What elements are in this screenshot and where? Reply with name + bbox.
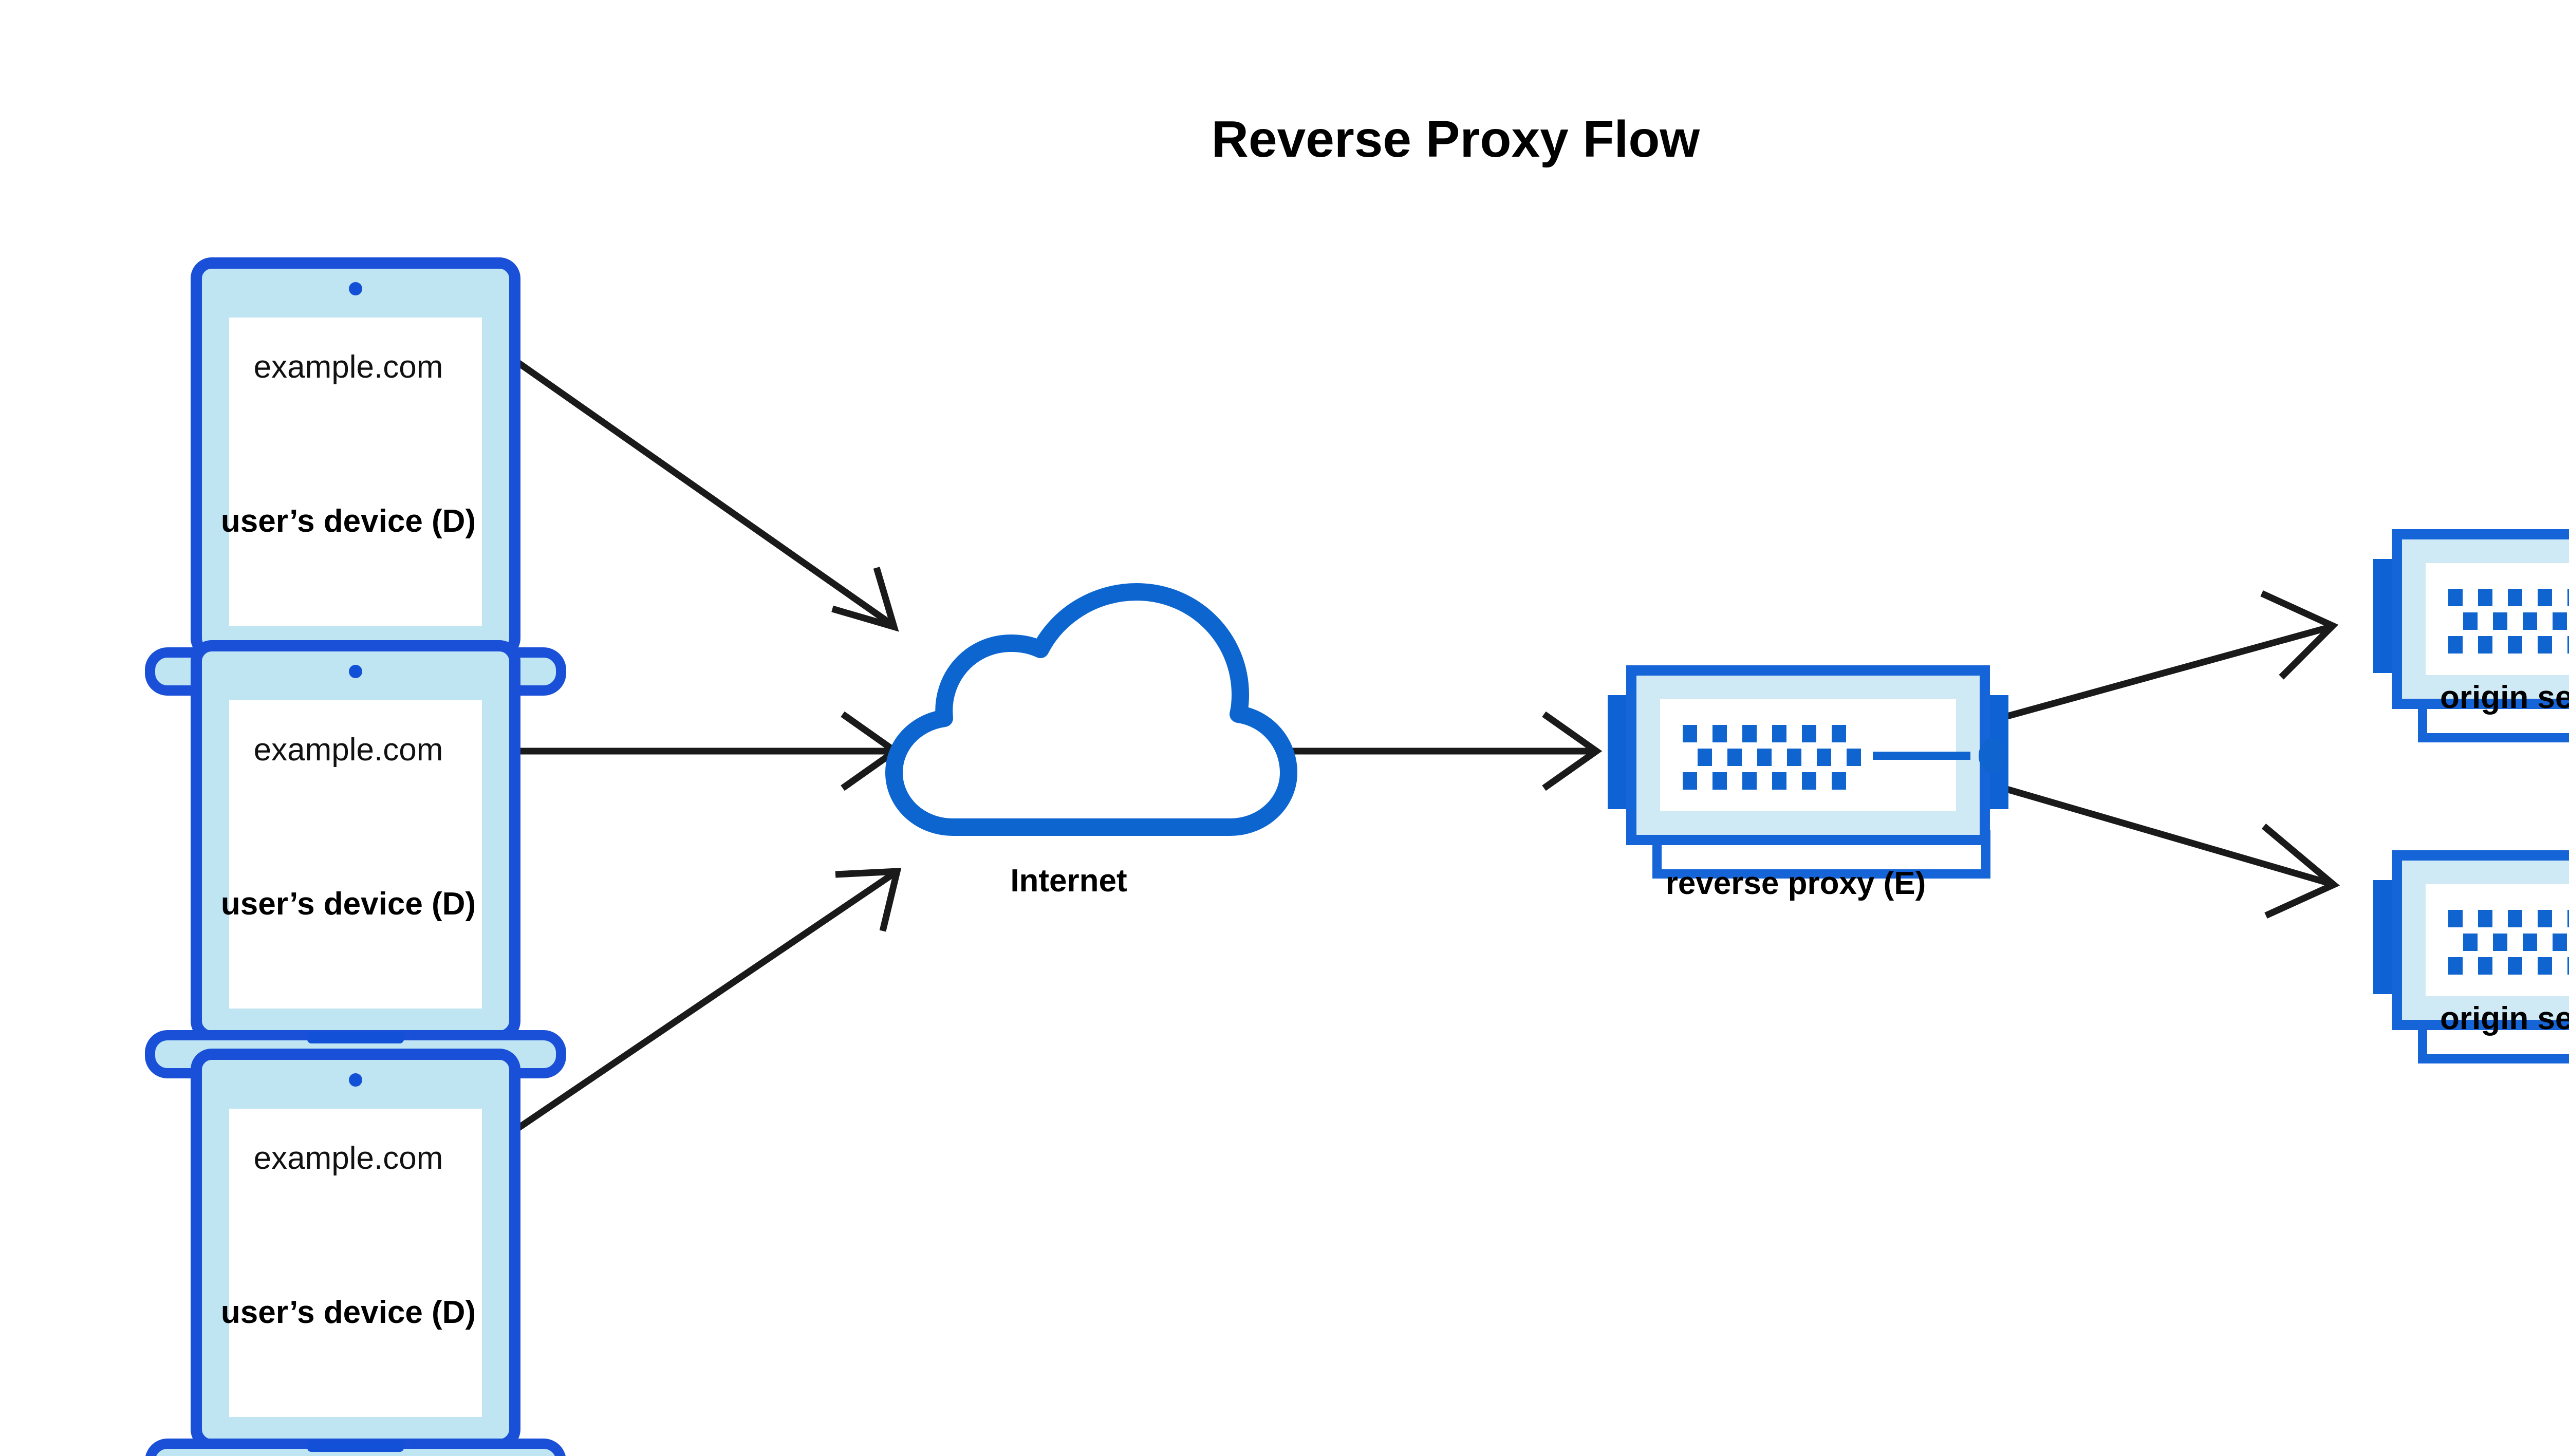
node-user-device-middle[interactable]: example.com user’s device (D) (150, 646, 561, 1073)
node-label-user-device-top: user’s device (D) (221, 503, 476, 539)
node-label-origin-server-top: origin server (F) (2440, 680, 2569, 715)
node-internet[interactable]: Internet (885, 583, 1297, 899)
edge-proxy-to-origin-top (1995, 590, 2339, 723)
server-icon (1608, 670, 2008, 874)
edge-device-bottom-to-internet (501, 868, 902, 1141)
edges-layer (501, 357, 2340, 1141)
edge-internet-to-proxy (1249, 711, 1603, 791)
edge-device-middle-to-internet (511, 711, 901, 791)
page-title: Reverse Proxy Flow (1212, 110, 1700, 168)
laptop-icon (150, 646, 561, 1073)
edge-device-top-to-internet (512, 357, 899, 632)
laptop-icon (150, 263, 561, 690)
node-user-device-top[interactable]: example.com user’s device (D) (150, 263, 561, 690)
node-origin-server-top[interactable]: origin server (F) (2373, 534, 2569, 738)
browser-url-text-middle: example.com (254, 732, 443, 768)
edge-proxy-to-origin-bottom (1995, 782, 2340, 919)
cloud-icon (885, 583, 1297, 836)
node-label-reverse-proxy: reverse proxy (E) (1666, 866, 1926, 901)
browser-url-text-bottom: example.com (254, 1141, 443, 1176)
laptop-icon (150, 1054, 561, 1456)
node-origin-server-bottom[interactable]: origin server (F) (2373, 855, 2569, 1059)
node-label-internet: Internet (1010, 863, 1127, 899)
node-user-device-bottom[interactable]: example.com user’s device (D) (150, 1054, 561, 1456)
node-label-origin-server-bottom: origin server (F) (2440, 1001, 2569, 1036)
node-label-user-device-middle: user’s device (D) (221, 886, 476, 922)
node-reverse-proxy[interactable]: reverse proxy (E) (1608, 670, 2008, 901)
browser-url-text-top: example.com (254, 349, 443, 385)
node-label-user-device-bottom: user’s device (D) (221, 1295, 476, 1330)
